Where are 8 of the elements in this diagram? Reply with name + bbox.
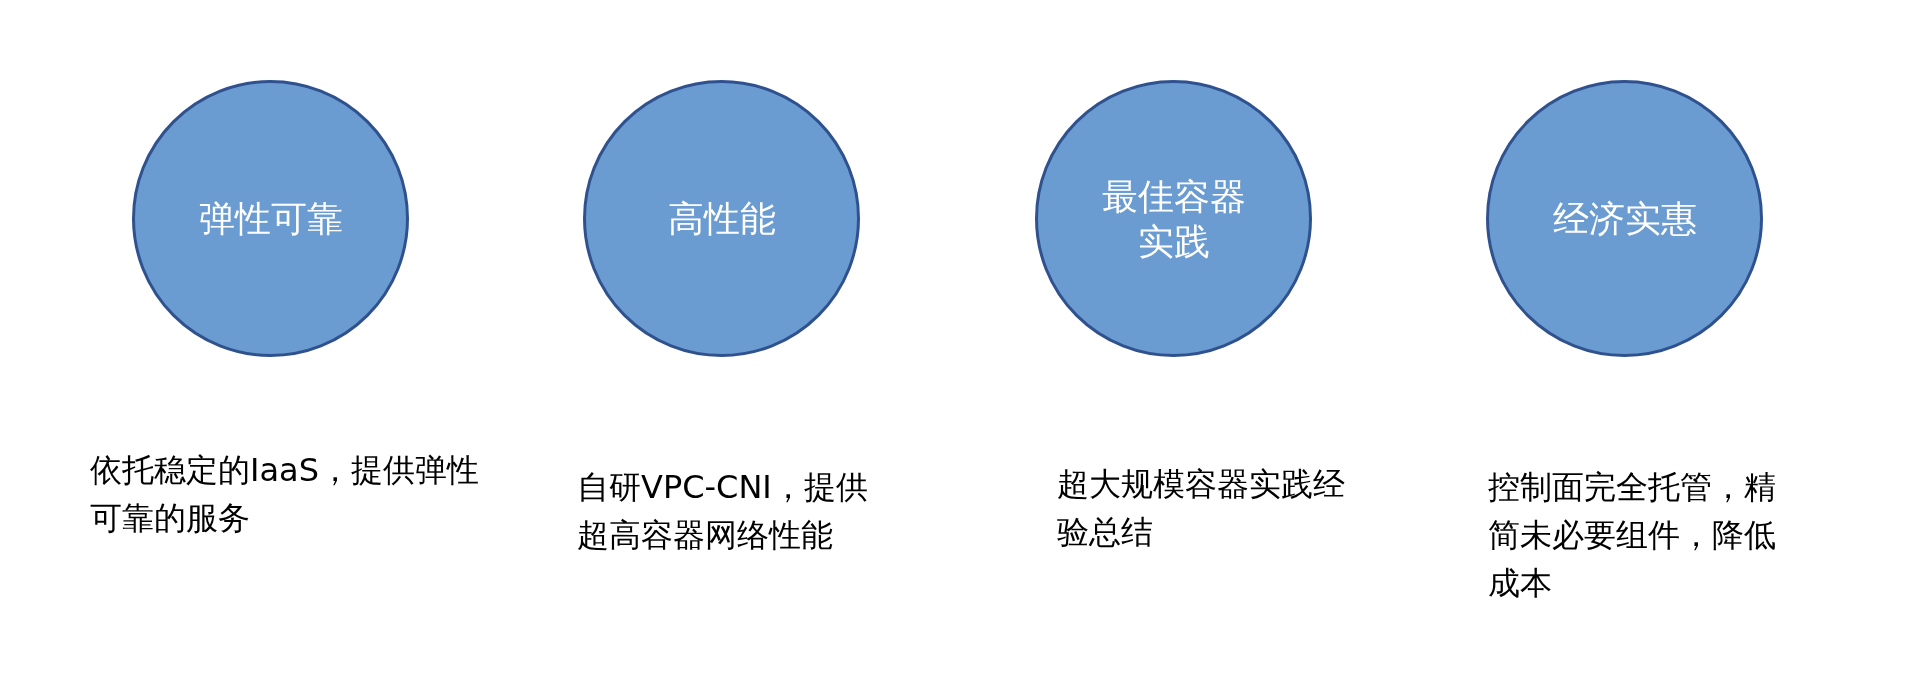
circle-label: 高性能 [666,197,777,241]
circle-label: 弹性可靠 [197,197,344,241]
description-text: 控制面完全托管，精简未必要组件，降低成本 [1488,467,1777,604]
description-text: 超大规模容器实践经验总结 [1057,464,1346,553]
circle-label: 经济实惠 [1551,197,1698,241]
description-text: 依托稳定的IaaS，提供弹性可靠的服务 [90,450,480,539]
circle-label: 最佳容器实践 [1100,174,1247,264]
description-text: 自研VPC-CNI，提供超高容器网络性能 [577,467,869,556]
